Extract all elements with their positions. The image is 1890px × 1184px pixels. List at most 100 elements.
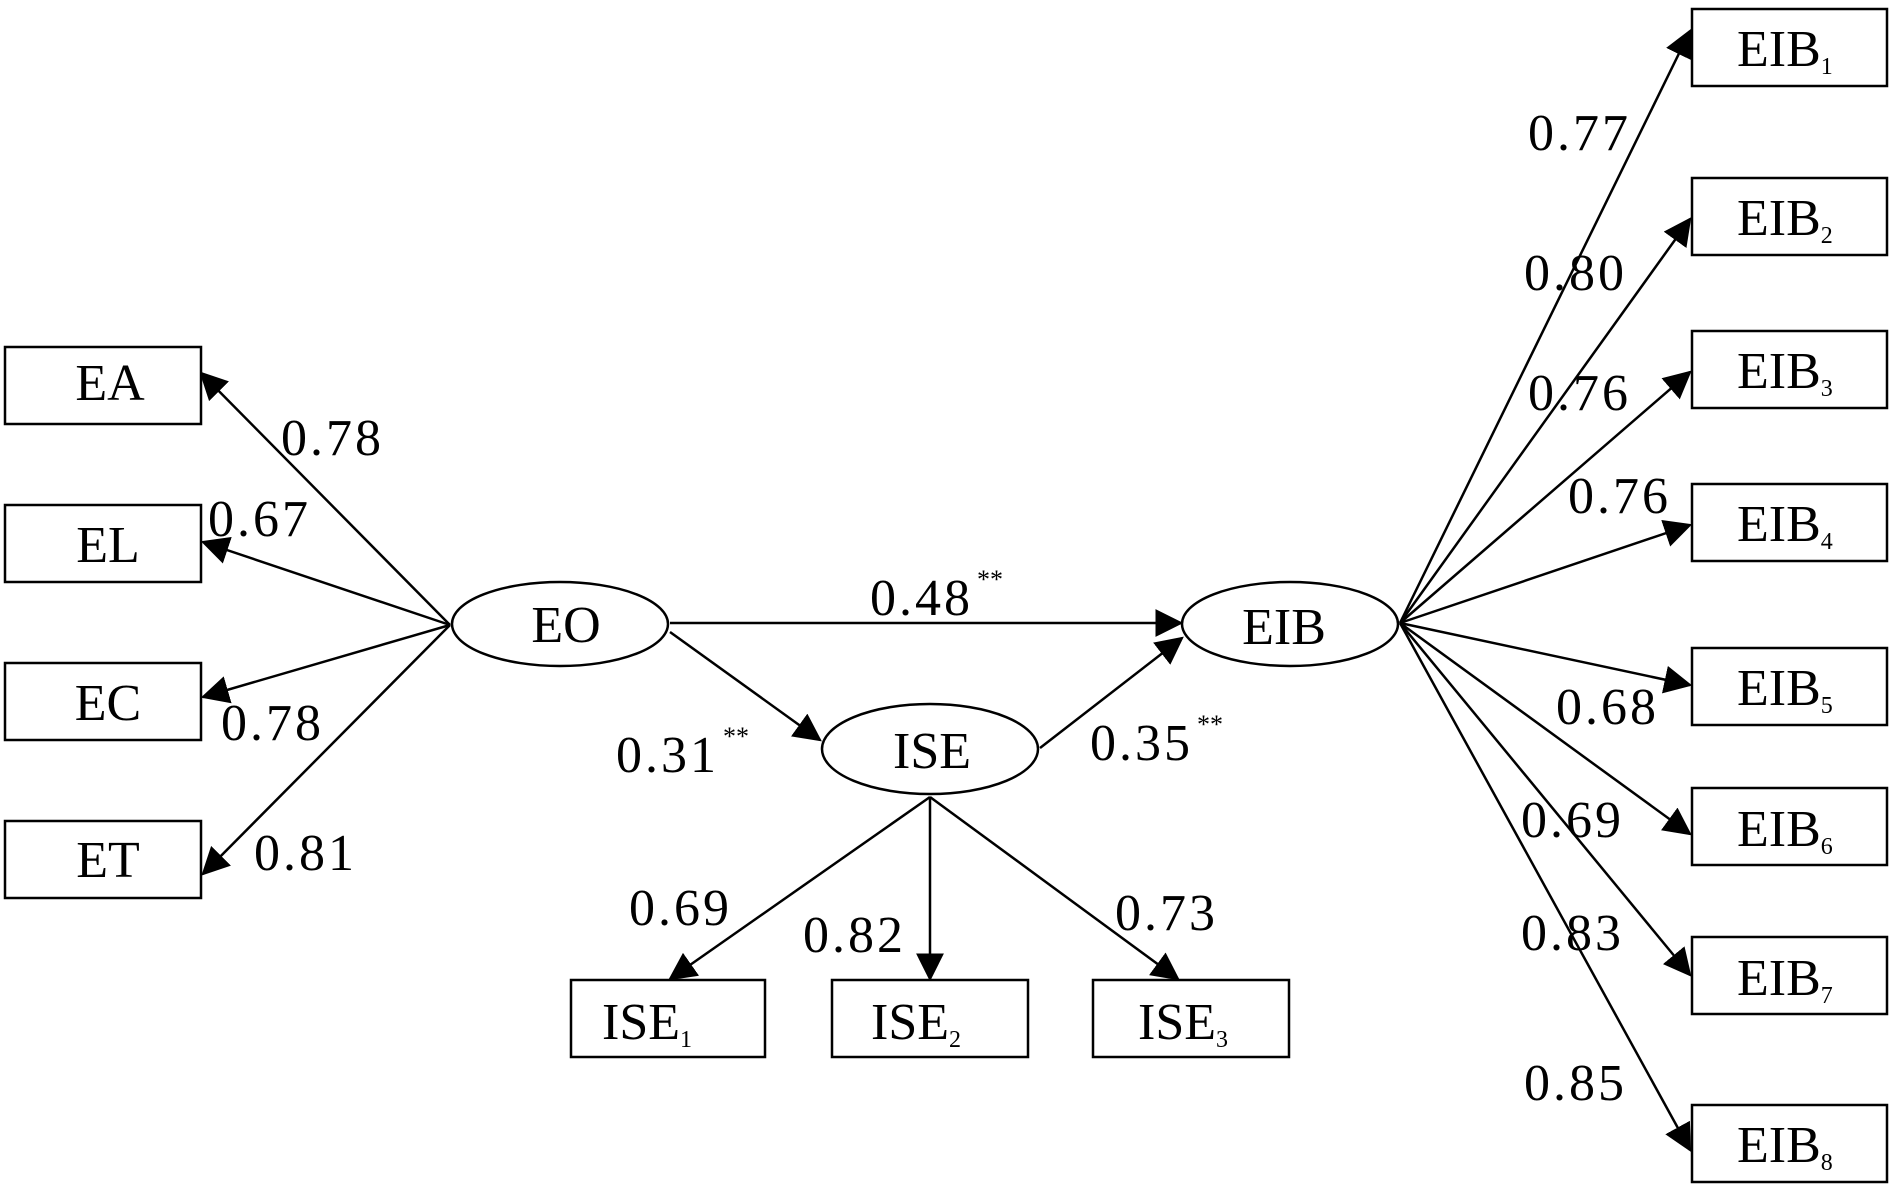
node-eib4: EIB4 (1690, 482, 1889, 563)
node-eib7-text: EIB7 (1737, 950, 1833, 1009)
node-eib3-text: EIB3 (1737, 343, 1833, 402)
edge-ise-ise1 (668, 795, 931, 981)
coef-eo-eib-text: 0.48** (870, 565, 1003, 627)
coef-eib-eib2: 0.80 (1524, 245, 1627, 302)
edge-eo-ise (669, 630, 822, 742)
node-eib5-text: EIB5 (1737, 660, 1833, 719)
node-eib3-sub: 3 (1821, 376, 1833, 402)
coef-eo-ise: 0.31 (616, 727, 719, 784)
sig-eo-ise: ** (723, 722, 749, 751)
node-ise3-sub: 3 (1216, 1027, 1228, 1053)
node-ise1-sub: 1 (680, 1027, 692, 1053)
node-ise2: ISE2 (830, 978, 1030, 1059)
node-eib3-label: EIB (1737, 343, 1821, 400)
node-eib2-sub: 2 (1821, 223, 1833, 249)
node-eib-label: EIB (1242, 599, 1326, 656)
edge-eo-et (201, 624, 451, 876)
node-ise2-sub: 2 (949, 1027, 961, 1053)
node-eib8: EIB8 (1690, 1103, 1889, 1184)
node-eib7-label: EIB (1737, 950, 1821, 1007)
node-eib6: EIB6 (1690, 786, 1889, 867)
node-ise2-text: ISE2 (871, 994, 961, 1053)
node-ise: ISE (820, 702, 1040, 796)
coef-eo-ec: 0.78 (221, 695, 324, 752)
node-eib6-sub: 6 (1821, 834, 1833, 860)
node-eib5-label: EIB (1737, 660, 1821, 717)
edge-eib-eib2 (1398, 217, 1692, 624)
coef-ise-eib: 0.35 (1090, 715, 1193, 772)
node-el-label: EL (76, 517, 140, 574)
node-eib4-label: EIB (1737, 496, 1821, 553)
edge-eib-eib8 (1398, 622, 1692, 1153)
node-ise3-label: ISE (1138, 994, 1216, 1051)
sig-eo-eib: ** (977, 565, 1003, 594)
node-eib8-sub: 8 (1821, 1150, 1833, 1176)
coef-eib-eib7: 0.83 (1521, 905, 1624, 962)
node-ise3: ISE3 (1091, 978, 1291, 1059)
coef-ise-ise1: 0.69 (629, 880, 732, 937)
node-eib2-text: EIB2 (1737, 190, 1833, 249)
node-eib1-label: EIB (1737, 21, 1821, 78)
coef-eo-el: 0.67 (208, 491, 311, 548)
node-et-label: ET (76, 832, 140, 889)
node-eib5: EIB5 (1690, 646, 1889, 727)
edge-eo-el (200, 536, 451, 627)
node-ise1: ISE1 (569, 978, 767, 1059)
node-eib2-label: EIB (1737, 190, 1821, 247)
node-eib1-text: EIB1 (1737, 21, 1833, 80)
node-eib8-text: EIB8 (1737, 1117, 1833, 1176)
node-eib4-text: EIB4 (1737, 496, 1833, 555)
node-eib4-sub: 4 (1821, 529, 1833, 555)
node-ise-label: ISE (893, 723, 971, 780)
node-eib1-sub: 1 (1821, 54, 1833, 80)
coef-eib-eib5: 0.68 (1556, 679, 1659, 736)
node-ea-label: EA (75, 355, 145, 412)
coef-eib-eib4: 0.76 (1568, 468, 1671, 525)
edge-eib-eib6 (1399, 621, 1692, 836)
coef-eo-ea: 0.78 (281, 410, 384, 467)
node-ise1-label: ISE (602, 994, 680, 1051)
edges (199, 28, 1693, 1153)
edge-eib-eib3 (1399, 370, 1692, 624)
coef-ise-eib-text: 0.35** (1090, 710, 1223, 772)
node-eib2: EIB2 (1690, 176, 1889, 257)
node-ise1-text: ISE1 (602, 994, 692, 1053)
node-eib: EIB (1180, 580, 1400, 668)
node-ea: EA (3, 345, 203, 426)
node-et: ET (3, 819, 203, 900)
edge-eo-ea (199, 371, 451, 626)
coef-ise-ise3: 0.73 (1115, 885, 1218, 942)
node-eib1: EIB1 (1690, 7, 1889, 88)
node-eo-label: EO (531, 597, 600, 654)
coef-eo-ise-text: 0.31** (616, 722, 749, 784)
edge-eib-eib7 (1399, 622, 1692, 977)
node-eib6-text: EIB6 (1737, 801, 1833, 860)
node-eib5-sub: 5 (1821, 693, 1833, 719)
node-ise2-label: ISE (871, 994, 949, 1051)
edge-eib-eib5 (1399, 621, 1693, 694)
edge-eo-ec (200, 623, 451, 704)
edge-eib-eib1 (1398, 28, 1692, 624)
node-eib3: EIB3 (1690, 329, 1889, 410)
node-ec: EC (3, 661, 203, 742)
coef-eib-eib8: 0.85 (1524, 1055, 1627, 1112)
node-eib7-sub: 7 (1821, 983, 1833, 1009)
edge-ise-ise3 (929, 795, 1180, 981)
node-eo: EO (450, 580, 670, 668)
edge-ise-eib (1039, 636, 1184, 749)
node-eib7: EIB7 (1690, 935, 1889, 1016)
node-eib8-label: EIB (1737, 1117, 1821, 1174)
coef-eib-eib6: 0.69 (1521, 792, 1624, 849)
sig-ise-eib: ** (1197, 710, 1223, 739)
node-ec-label: EC (75, 675, 141, 732)
coefficients: 0.78 0.67 0.78 0.81 0.48** 0.31** 0.35**… (208, 105, 1671, 1112)
coef-eib-eib3: 0.76 (1528, 365, 1631, 422)
coef-eo-et: 0.81 (254, 825, 357, 882)
edge-eib-eib4 (1399, 519, 1693, 625)
coef-eib-eib1: 0.77 (1528, 105, 1631, 162)
node-ise3-text: ISE3 (1138, 994, 1228, 1053)
coef-ise-ise2: 0.82 (803, 907, 906, 964)
node-el: EL (3, 503, 203, 584)
coef-eo-eib: 0.48 (870, 570, 973, 627)
